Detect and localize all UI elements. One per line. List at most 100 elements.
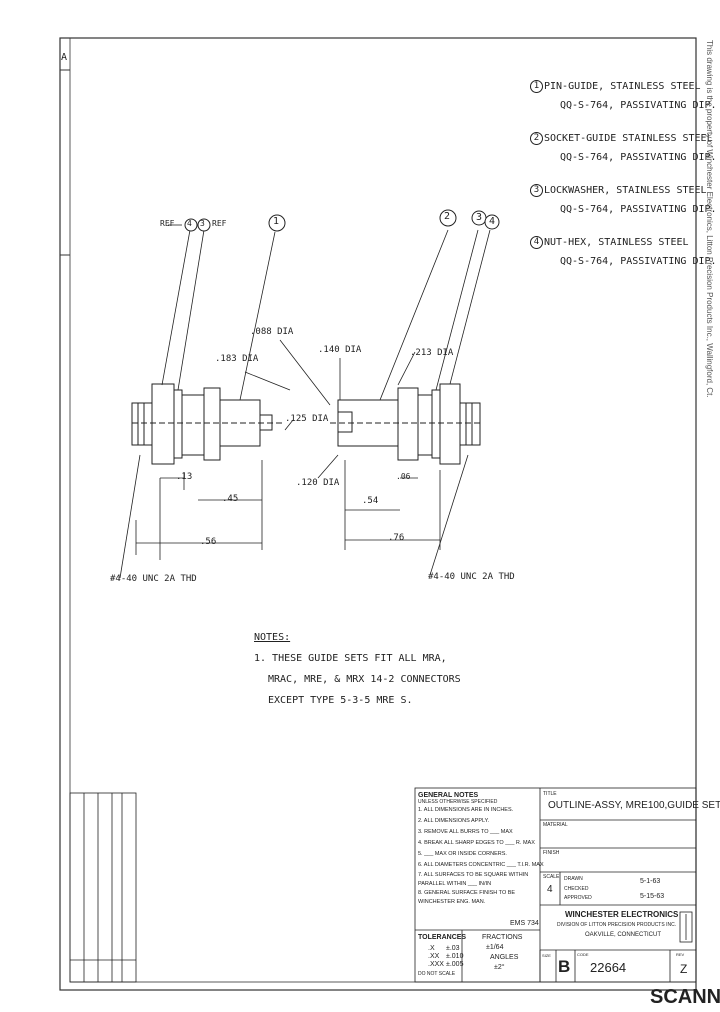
title-label: TITLE [543,791,557,797]
dim-76: .76 [388,533,405,543]
gn-item: 5. ___ MAX OR INSIDE CORNERS. [418,851,507,857]
balloon-1-label: 1 [273,216,280,227]
material-label: MATERIAL [543,822,568,828]
do-not-scale-label: DO NOT SCALE [418,971,456,977]
date-drawn: 5-1-63 [640,878,661,885]
balloon-4-label: 4 [489,216,496,227]
general-notes-title: GENERAL NOTES [418,792,479,799]
part-name: LOCKWASHER, [544,185,611,196]
rev-label: REV [676,952,685,957]
dim-140-dia: .140 DIA [318,345,362,355]
part-spec: QQ-S-764, PASSIVATING DIP. [560,204,717,215]
fractions-label: FRACTIONS [482,934,523,941]
part-name: PIN-GUIDE, [544,81,605,92]
dim-183-dia: .183 DIA [215,354,259,364]
fractions-value: ±1/64 [486,944,504,951]
gn-item: 6. ALL DIAMETERS CONCENTRIC ___ T.I.R. M… [418,862,544,868]
thread-callout-left: #4-40 UNC 2A THD [110,574,197,584]
collar-left [203,387,221,461]
code-label: CODE [577,952,589,957]
gn-item: WINCHESTER ENG. MAN. [418,899,486,905]
gn-item: PARALLEL WITHIN ___ IN/IN [418,881,492,887]
dim-13: .13 [176,472,193,482]
dim-45: .45 [222,494,239,504]
company-name: WINCHESTER ELECTRONICS [565,910,679,919]
sheet-letter: A [61,52,68,63]
size-label: SIZE [542,953,551,958]
tol-xx-val: ±.010 [446,953,464,960]
tol-xxx: .XXX [428,961,444,968]
finish-label: FINISH [543,850,560,856]
company-division: DIVISION OF LITTON PRECISION PRODUCTS IN… [557,922,677,928]
rev-value: Z [680,962,688,976]
tol-x-val: ±.03 [446,945,460,952]
eng-ref: EMS 734 [510,920,539,927]
dim-125-dia: .125 DIA [285,414,329,424]
notes-block: NOTES: 1. THESE GUIDE SETS FIT ALL MRA, … [254,632,461,706]
socket-bore [338,411,353,433]
notes-heading: NOTES: [254,632,291,643]
title-block-lines [69,787,697,983]
part-material: STAINLESS STEEL [598,237,689,248]
note-line: 1. THESE GUIDE SETS FIT ALL MRA, [254,653,447,664]
note-line: EXCEPT TYPE 5-3-5 MRE S. [268,695,413,706]
dim-088-dia: .088 DIA [250,327,294,337]
part-number-balloon: 3 [530,183,543,197]
ref-balloon-4: 4 [187,219,192,228]
ref-label-right: REF [212,219,227,228]
gn-item: 1. ALL DIMENSIONS ARE IN INCHES. [418,807,514,813]
scale-value: 4 [547,884,553,895]
angles-label: ANGLES [490,954,519,961]
part-spec: QQ-S-764, PASSIVATING DIP. [560,152,717,163]
size-value: B [558,957,571,976]
gn-item: 2. ALL DIMENSIONS APPLY. [418,818,490,824]
part-number-balloon: 4 [530,235,543,249]
gn-item: 3. REMOVE ALL BURRS TO ___ MAX [418,829,513,835]
note-line: MRAC, MRE, & MRX 14-2 CONNECTORS [268,674,461,685]
property-notice: This drawing is the property of Winchest… [705,40,714,398]
flange-left [181,394,205,456]
tol-x: .X [428,945,435,952]
dim-213-dia: .213 DIA [410,348,454,358]
drawing-number: 22664 [590,960,627,975]
left-thread-end [131,402,153,446]
tolerances-label: TOLERANCES [418,934,467,941]
dim-54: .54 [362,496,379,506]
general-notes: GENERAL NOTES UNLESS OTHERWISE SPECIFIED… [418,792,544,907]
part-spec: QQ-S-764, PASSIVATING DIP. [560,256,717,267]
lockwasher-right [431,389,441,459]
drawing-title: OUTLINE-ASSY, MRE100,GUIDE SET [548,800,720,811]
tol-xxx-val: ±.005 [446,961,464,968]
collar-right [397,387,419,461]
lockwasher-left [173,389,183,459]
gn-item: 8. GENERAL SURFACE FINISH TO BE [418,890,516,896]
part-name: SOCKET-GUIDE [544,133,617,144]
ref-label-left: REF [160,219,175,228]
left-guide-assembly [131,383,285,465]
nut-hex-right [439,383,461,465]
nut-hex-left [151,383,175,465]
balloon-3-label: 3 [476,212,483,223]
dim-120-dia: .120 DIA [296,478,340,488]
balloons [184,209,500,232]
balloon-2-label: 2 [444,211,451,222]
property-notice-strip: This drawing is the property of Winchest… [704,40,716,640]
scale-label: SCALE [543,874,560,880]
dim-56: .56 [200,537,217,547]
part-material: STAINLESS STEEL [622,133,713,144]
checked-label: CHECKED [564,886,589,892]
general-notes-subtitle: UNLESS OTHERWISE SPECIFIED [418,799,498,805]
part-spec: QQ-S-764, PASSIVATING DIP. [560,100,717,111]
tol-xx: .XX [428,953,440,960]
part-material: STAINLESS STEEL [616,185,707,196]
approved-label: APPROVED [564,895,592,901]
dimension-lines [119,224,491,579]
angles-value: ±2° [494,964,505,971]
flange-right [417,394,433,456]
